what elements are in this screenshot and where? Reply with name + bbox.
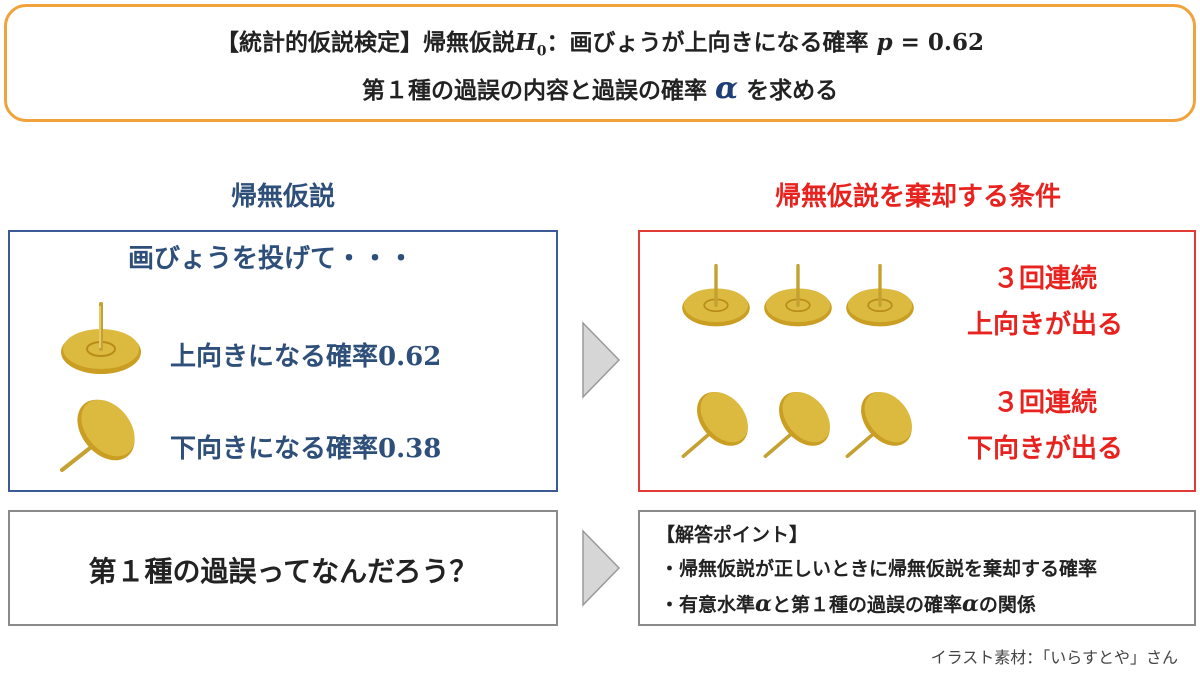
alpha-symbol: α (755, 591, 772, 617)
answer-points-panel: 【解答ポイント】 ・帰無仮説が正しいときに帰無仮説を棄却する確率 ・有意水準αと… (638, 510, 1196, 626)
title-box: 【統計的仮説検定】帰無仮説H0：画びょうが上向きになる確率 p = 0.62 第… (4, 4, 1196, 122)
condition-down-line-2: 下向きが出る (966, 434, 1123, 464)
condition-up-line-1: ３回連続 (992, 264, 1097, 294)
condition-down-line-1: ３回連続 (992, 388, 1097, 418)
condition-down: ３回連続 下向きが出る (940, 380, 1150, 472)
p-value: = 0.62 (892, 29, 984, 56)
illustration-credit: イラスト素材：「いらすとや」さん (930, 648, 1178, 667)
condition-up-line-2: 上向きが出る (966, 310, 1123, 340)
question-text: 第１種の過誤ってなんだろう？ (88, 555, 478, 588)
thumbtack-up-icon (846, 263, 914, 327)
null-hypothesis-panel: 画びょうを投げて・・・ 上向きになる確率0.62 下向きになる確率0.38 (8, 230, 558, 492)
prob-down-value: 0.38 (378, 434, 442, 464)
title-prefix: 【統計的仮説検定】帰無仮説 (216, 30, 516, 56)
h0-symbol: H0 (515, 29, 547, 60)
thumbtack-down-icon (60, 399, 135, 472)
thumbtack-up-icon (682, 263, 750, 327)
thumbtack-down-icon (681, 391, 748, 458)
alpha-symbol: α (714, 71, 739, 106)
throw-label: 画びょうを投げて・・・ (128, 244, 415, 274)
arrow-right-icon (582, 529, 621, 607)
condition-up: ３回連続 上向きが出る (940, 256, 1150, 348)
title-line-1: 【統計的仮説検定】帰無仮説H0：画びょうが上向きになる確率 p = 0.62 (7, 23, 1193, 60)
arrow-right-icon (582, 321, 621, 399)
prob-down-label: 下向きになる確率0.38 (170, 434, 442, 464)
title-line-2: 第１種の過誤の内容と過誤の確率 α を求める (7, 71, 1193, 106)
prob-up-label: 上向きになる確率0.62 (170, 342, 442, 372)
question-panel: 第１種の過誤ってなんだろう？ (8, 510, 558, 626)
alpha-symbol: α (961, 591, 979, 617)
title-mid: ：画びょうが上向きになる確率 (546, 30, 869, 56)
title-line2-prefix: 第１種の過誤の内容と過誤の確率 (361, 78, 707, 104)
answer-point-1: ・帰無仮説が正しいときに帰無仮説を棄却する確率 (660, 558, 1098, 580)
title-line2-suffix: を求める (746, 78, 839, 104)
thumbtack-down-icon (845, 391, 912, 458)
thumbtack-up-icon (764, 263, 832, 327)
thumbtack-up-icon (61, 302, 141, 374)
p-symbol: p (876, 29, 893, 56)
thumbtack-down-icon (763, 391, 830, 458)
null-hypothesis-heading: 帰無仮説 (230, 182, 335, 212)
answer-points-title: 【解答ポイント】 (656, 524, 809, 546)
reject-condition-panel: ３回連続 上向きが出る ３回連続 下向きが出る (638, 230, 1196, 492)
reject-condition-heading: 帰無仮説を棄却する条件 (774, 182, 1061, 212)
prob-up-value: 0.62 (378, 342, 442, 372)
answer-point-2: ・有意水準αと第１種の過誤の確率αの関係 (660, 591, 1036, 617)
